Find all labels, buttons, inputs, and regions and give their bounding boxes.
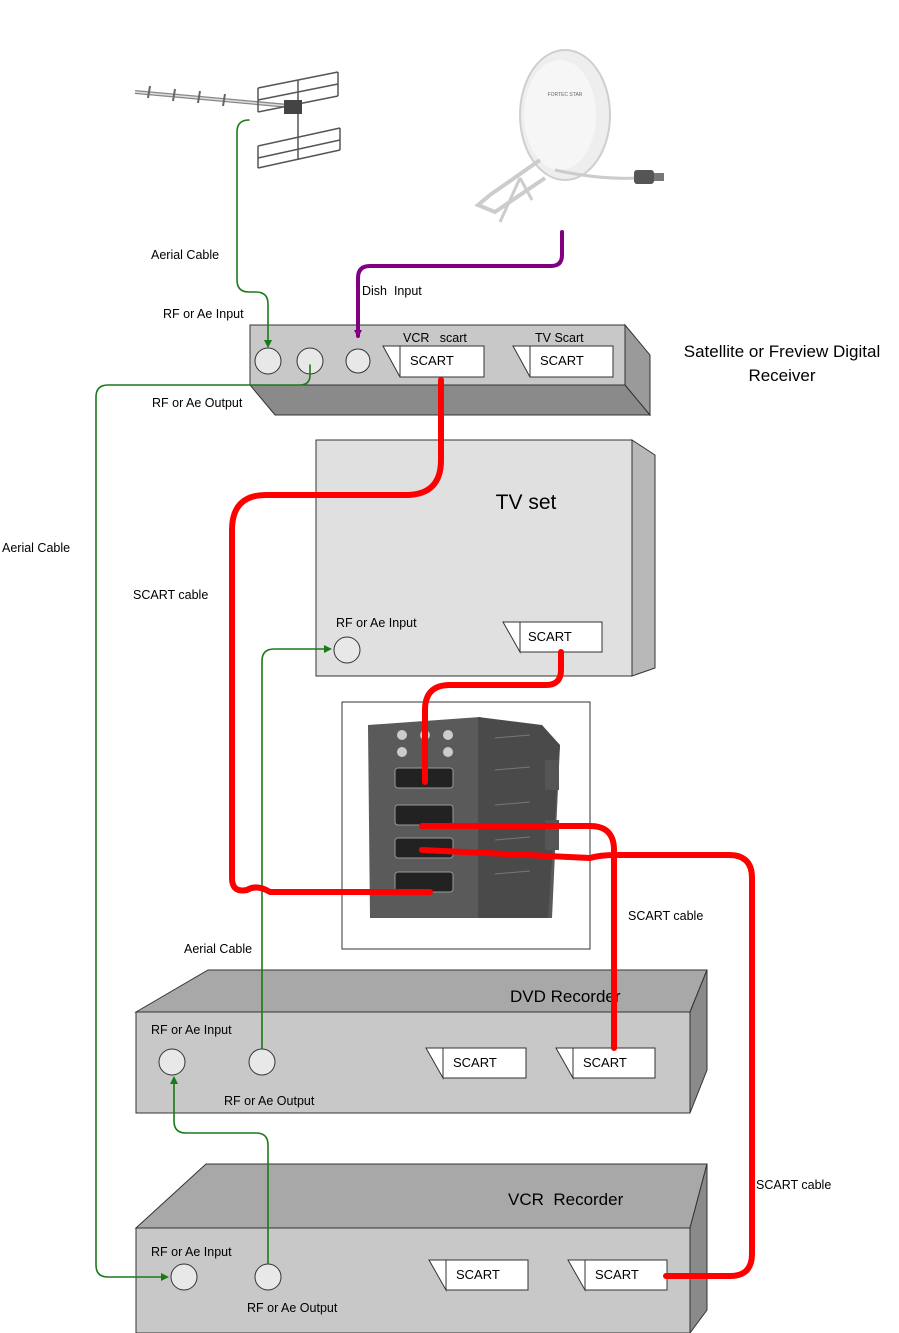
aerial-cable-vcr-to-dvd — [170, 1076, 269, 1264]
receiver-title-line2: Receiver — [748, 366, 815, 385]
tv-rf-input-port[interactable] — [333, 636, 361, 664]
aerial-cable-label-top: Aerial Cable — [151, 248, 219, 262]
dvd-rf-input-port[interactable] — [158, 1048, 186, 1076]
receiver-rf-input-label: RF or Ae Input — [163, 307, 244, 321]
dish-input-label: Dish Input — [362, 284, 422, 298]
scart-cable-label-mid: SCART cable — [628, 909, 703, 923]
scart-cable-tv-to-switch — [422, 649, 564, 785]
receiver-vcr-scart-label: VCR scart — [403, 331, 467, 345]
scart-cable-receiver-to-switch — [229, 377, 444, 895]
dish-cable — [354, 230, 564, 338]
satellite-dish-icon: FORTEC STAR — [474, 49, 664, 223]
scart-cable-dvd-to-switch — [419, 823, 617, 1051]
vcr-rf-input-label: RF or Ae Input — [151, 1245, 232, 1259]
dvd-scart-port-2[interactable]: SCART — [555, 1047, 656, 1080]
aerial-cable-label-left: Aerial Cable — [2, 541, 70, 555]
receiver-rf-output-label: RF or Ae Output — [152, 396, 243, 410]
aerial-cable-receiver-to-vcr — [95, 364, 311, 1281]
tv-rf-input-label: RF or Ae Input — [336, 616, 417, 630]
receiver-scart-2-label: SCART — [540, 353, 584, 368]
tv-scart-port[interactable]: SCART — [502, 621, 603, 654]
dish-brand-text: FORTEC STAR — [548, 92, 583, 98]
receiver-dish-input-port[interactable] — [345, 348, 371, 374]
dvd-rf-input-label: RF or Ae Input — [151, 1023, 232, 1037]
vcr-scart-port-2[interactable]: SCART — [567, 1259, 668, 1292]
vcr-recorder: SCART SCART VCR Recorder RF or Ae Input … — [134, 1163, 708, 1333]
dvd-recorder: SCART SCART DVD Recorder RF or Ae Input … — [134, 969, 708, 1114]
vcr-scart-1-label: SCART — [456, 1267, 500, 1282]
satellite-receiver: SCART SCART VCR scart TV Scart — [248, 323, 652, 417]
scart-cable-vcr-to-switch — [419, 847, 755, 1279]
aerial-cable-antenna — [236, 119, 272, 348]
tv-set: SCART TV set RF or Ae Input — [315, 439, 656, 677]
aerial-cable-dvd-to-tv — [261, 645, 332, 1049]
receiver-scart-1-label: SCART — [410, 353, 454, 368]
vcr-rf-output-port[interactable] — [254, 1263, 282, 1291]
scart-cable-label-right: SCART cable — [756, 1178, 831, 1192]
receiver-rf-input-port[interactable] — [254, 347, 282, 375]
aerial-antenna-icon — [134, 71, 341, 169]
vcr-scart-2-label: SCART — [595, 1267, 639, 1282]
receiver-vcr-scart-port[interactable]: SCART — [382, 345, 485, 378]
receiver-tv-scart-label: TV Scart — [535, 331, 584, 345]
vcr-scart-port-1[interactable]: SCART — [428, 1259, 529, 1292]
receiver-title-line1: Satellite or Freview Digital — [684, 342, 881, 361]
receiver-tv-scart-port[interactable]: SCART — [512, 345, 614, 378]
dvd-rf-output-label: RF or Ae Output — [224, 1094, 315, 1108]
dvd-title: DVD Recorder — [510, 987, 621, 1006]
tv-title: TV set — [496, 491, 557, 514]
dvd-rf-output-port[interactable] — [248, 1048, 276, 1076]
vcr-rf-output-label: RF or Ae Output — [247, 1301, 338, 1315]
dvd-scart-2-label: SCART — [583, 1055, 627, 1070]
vcr-title: VCR Recorder — [508, 1190, 624, 1209]
aerial-cable-label-mid: Aerial Cable — [184, 942, 252, 956]
vcr-rf-input-port[interactable] — [170, 1263, 198, 1291]
scart-cable-label-left: SCART cable — [133, 588, 208, 602]
tv-scart-label: SCART — [528, 629, 572, 644]
dvd-scart-port-1[interactable]: SCART — [425, 1047, 527, 1080]
dvd-scart-1-label: SCART — [453, 1055, 497, 1070]
